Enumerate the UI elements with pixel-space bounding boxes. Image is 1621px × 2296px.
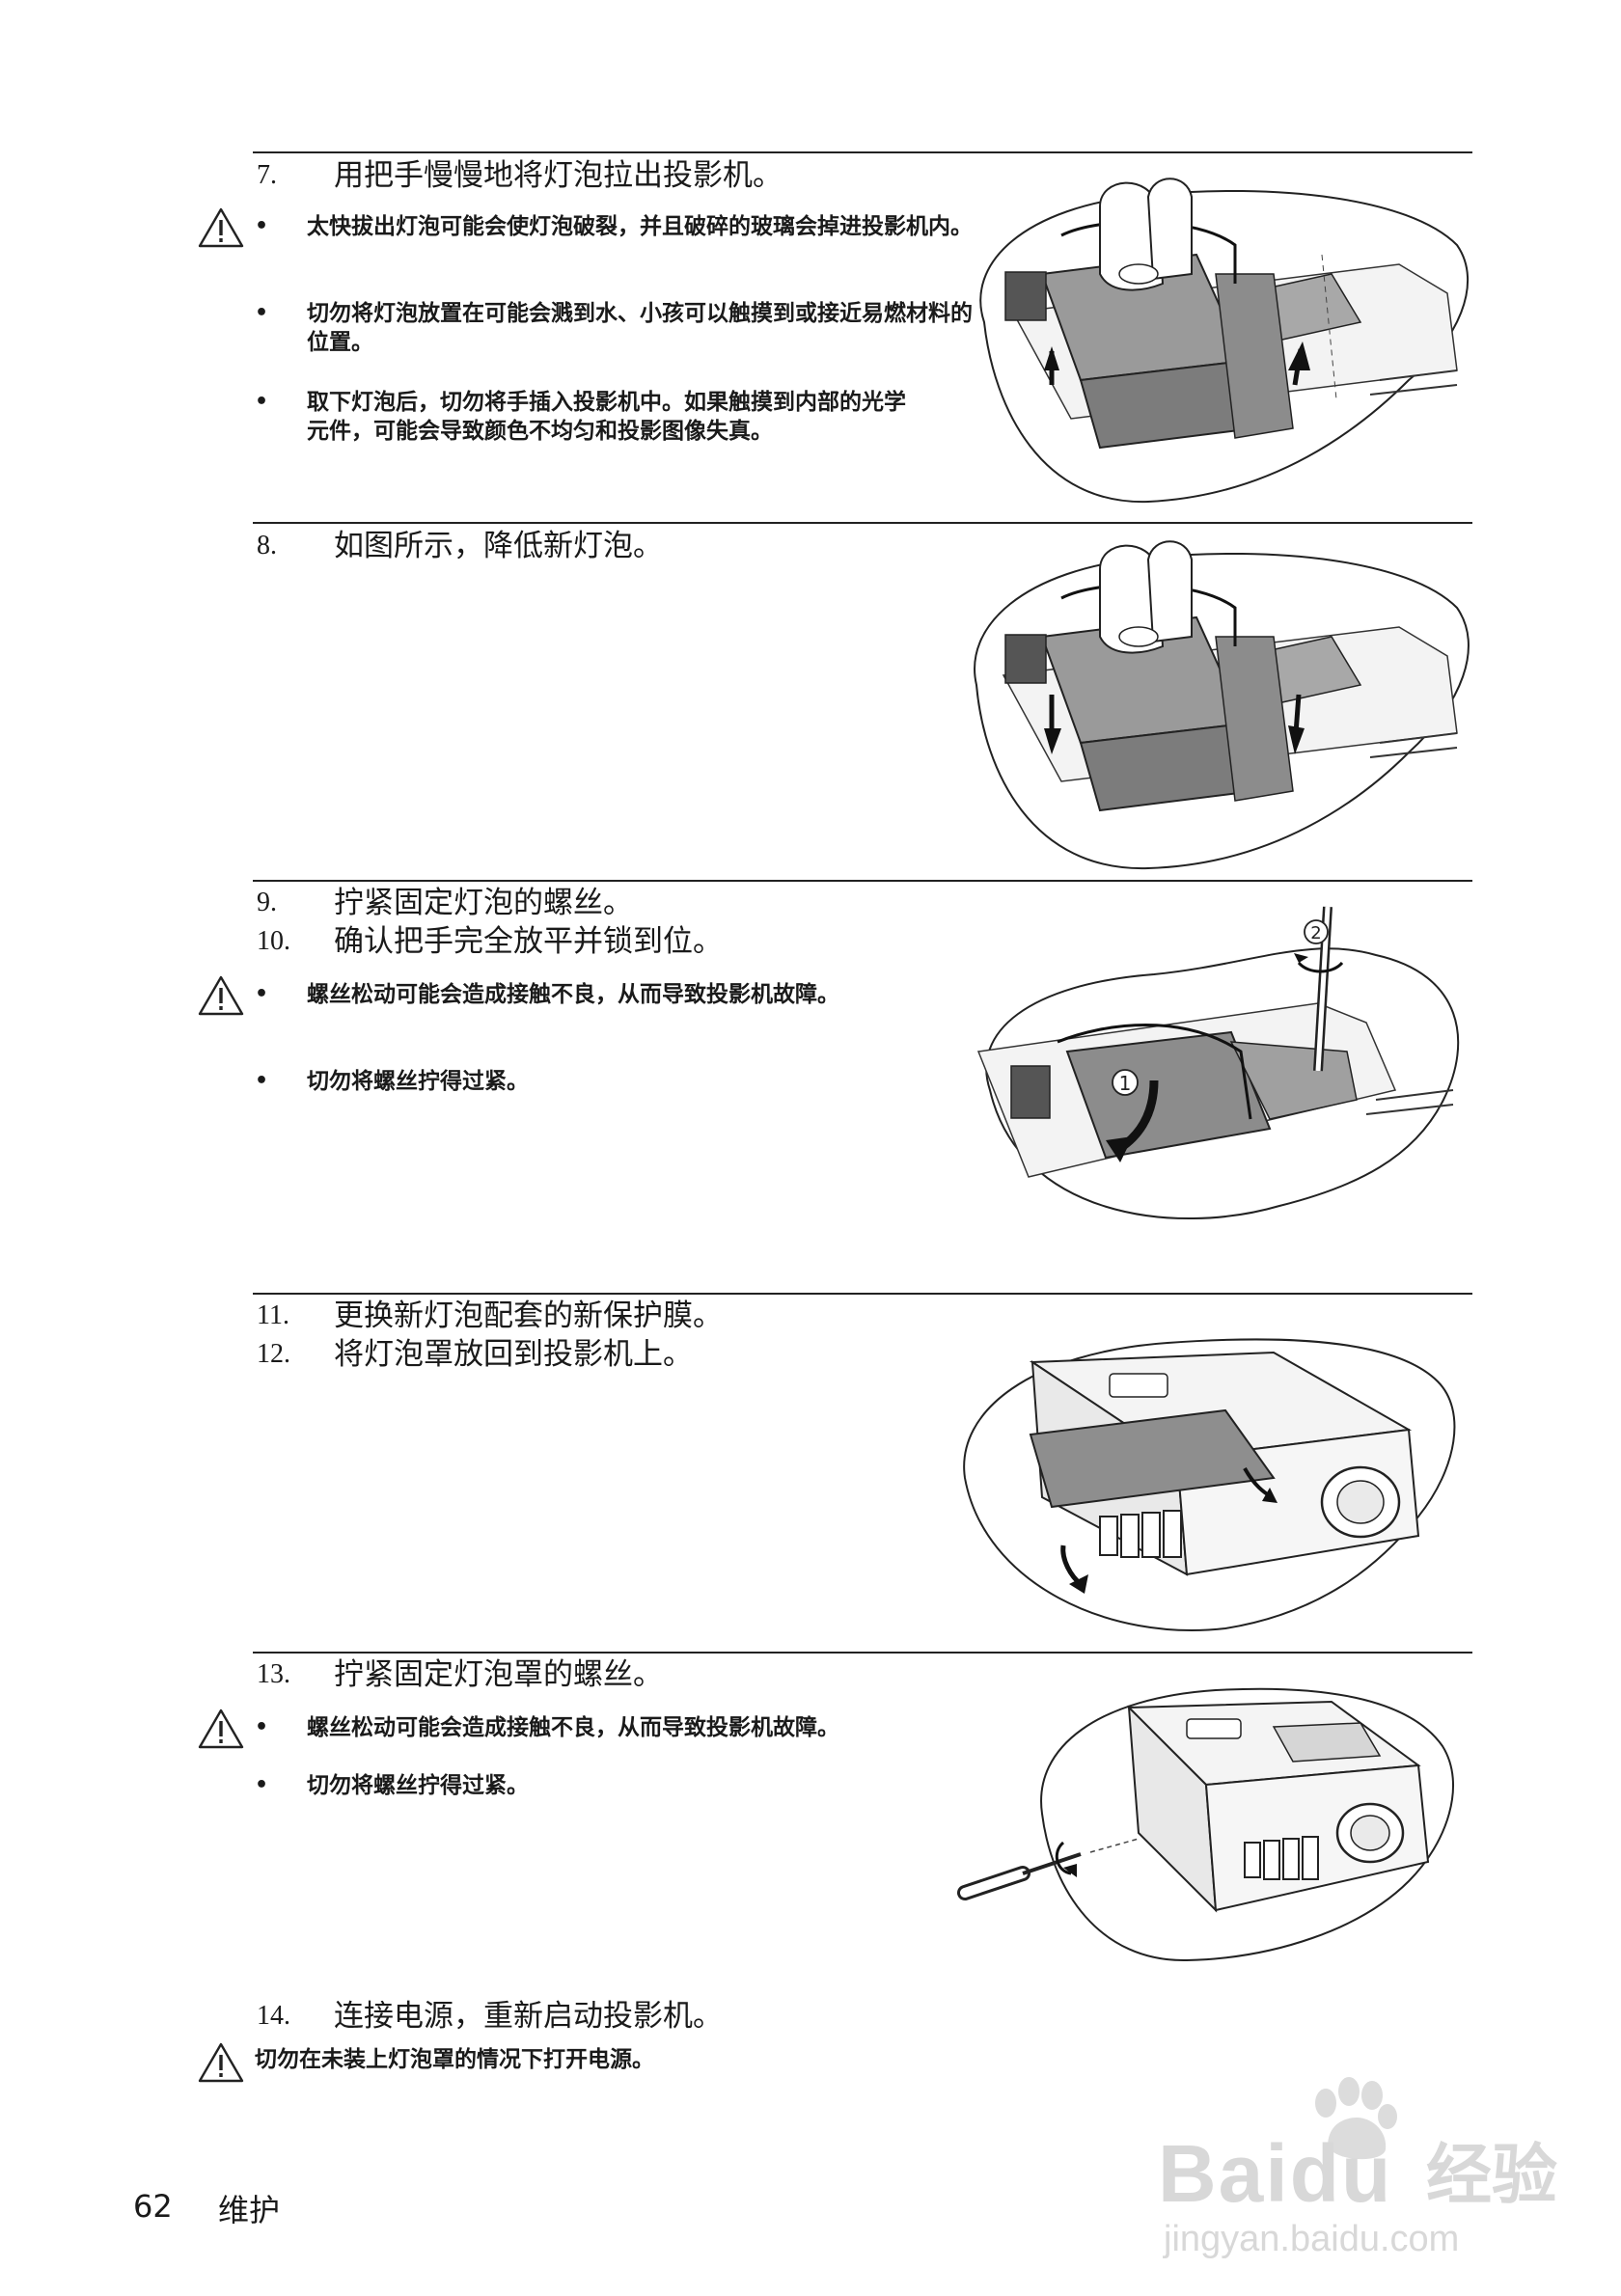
warning-triangle-icon (198, 1708, 244, 1749)
section-rule (253, 151, 1472, 153)
section-title: 维护 (218, 2192, 281, 2228)
cover-screw-illustration (957, 1687, 1455, 1962)
lamp-insert-illustration (974, 540, 1470, 870)
step-text: 确认把手完全放平并锁到位。 (334, 924, 723, 959)
step-text: 更换新灯泡配套的新保护膜。 (334, 1298, 723, 1333)
warning-triangle-icon (198, 975, 244, 1016)
callout-one: 1 (1119, 1072, 1132, 1095)
step-text: 拧紧固定灯泡罩的螺丝。 (334, 1657, 663, 1692)
step-text: 用把手慢慢地将灯泡拉出投影机。 (334, 158, 783, 193)
step-number: 10. (257, 926, 290, 956)
section-rule (253, 522, 1472, 524)
step-text: 拧紧固定灯泡的螺丝。 (334, 886, 633, 920)
baidu-watermark: Baidu 经验 jingyan.baidu.com (1158, 2074, 1602, 2267)
section-rule (253, 1652, 1472, 1654)
step-number: 14. (257, 2001, 290, 2031)
watermark-brand-a: Bai (1158, 2128, 1290, 2219)
lamp-removal-illustration (979, 178, 1470, 504)
warning-triangle-icon (198, 2042, 244, 2083)
cover-replace-illustration (963, 1338, 1456, 1632)
section-rule (253, 1293, 1472, 1295)
section-rule (253, 880, 1472, 882)
step-number: 7. (257, 160, 277, 190)
step-text: 连接电源，重新启动投影机。 (334, 1999, 723, 2034)
warning-item: 切勿在未装上灯泡罩的情况下打开电源。 (255, 2047, 654, 2072)
step-number: 12. (257, 1339, 290, 1369)
page-number: 62 (133, 2188, 173, 2225)
tighten-screw-illustration: 1 2 (976, 906, 1460, 1219)
callout-two: 2 (1310, 923, 1321, 943)
warning-triangle-icon (198, 207, 244, 248)
step-number: 13. (257, 1659, 290, 1689)
step-number: 11. (257, 1300, 289, 1330)
step-text: 将灯泡罩放回到投影机上。 (334, 1337, 693, 1372)
step-text: 如图所示，降低新灯泡。 (334, 529, 663, 563)
step-number: 8. (257, 531, 277, 560)
watermark-brand-c: 经验 (1426, 2138, 1558, 2214)
baidu-paw-icon (1315, 2077, 1397, 2160)
watermark-brand-b: du (1289, 2128, 1393, 2219)
watermark-url: jingyan.baidu.com (1164, 2219, 1460, 2259)
step-number: 9. (257, 888, 277, 917)
